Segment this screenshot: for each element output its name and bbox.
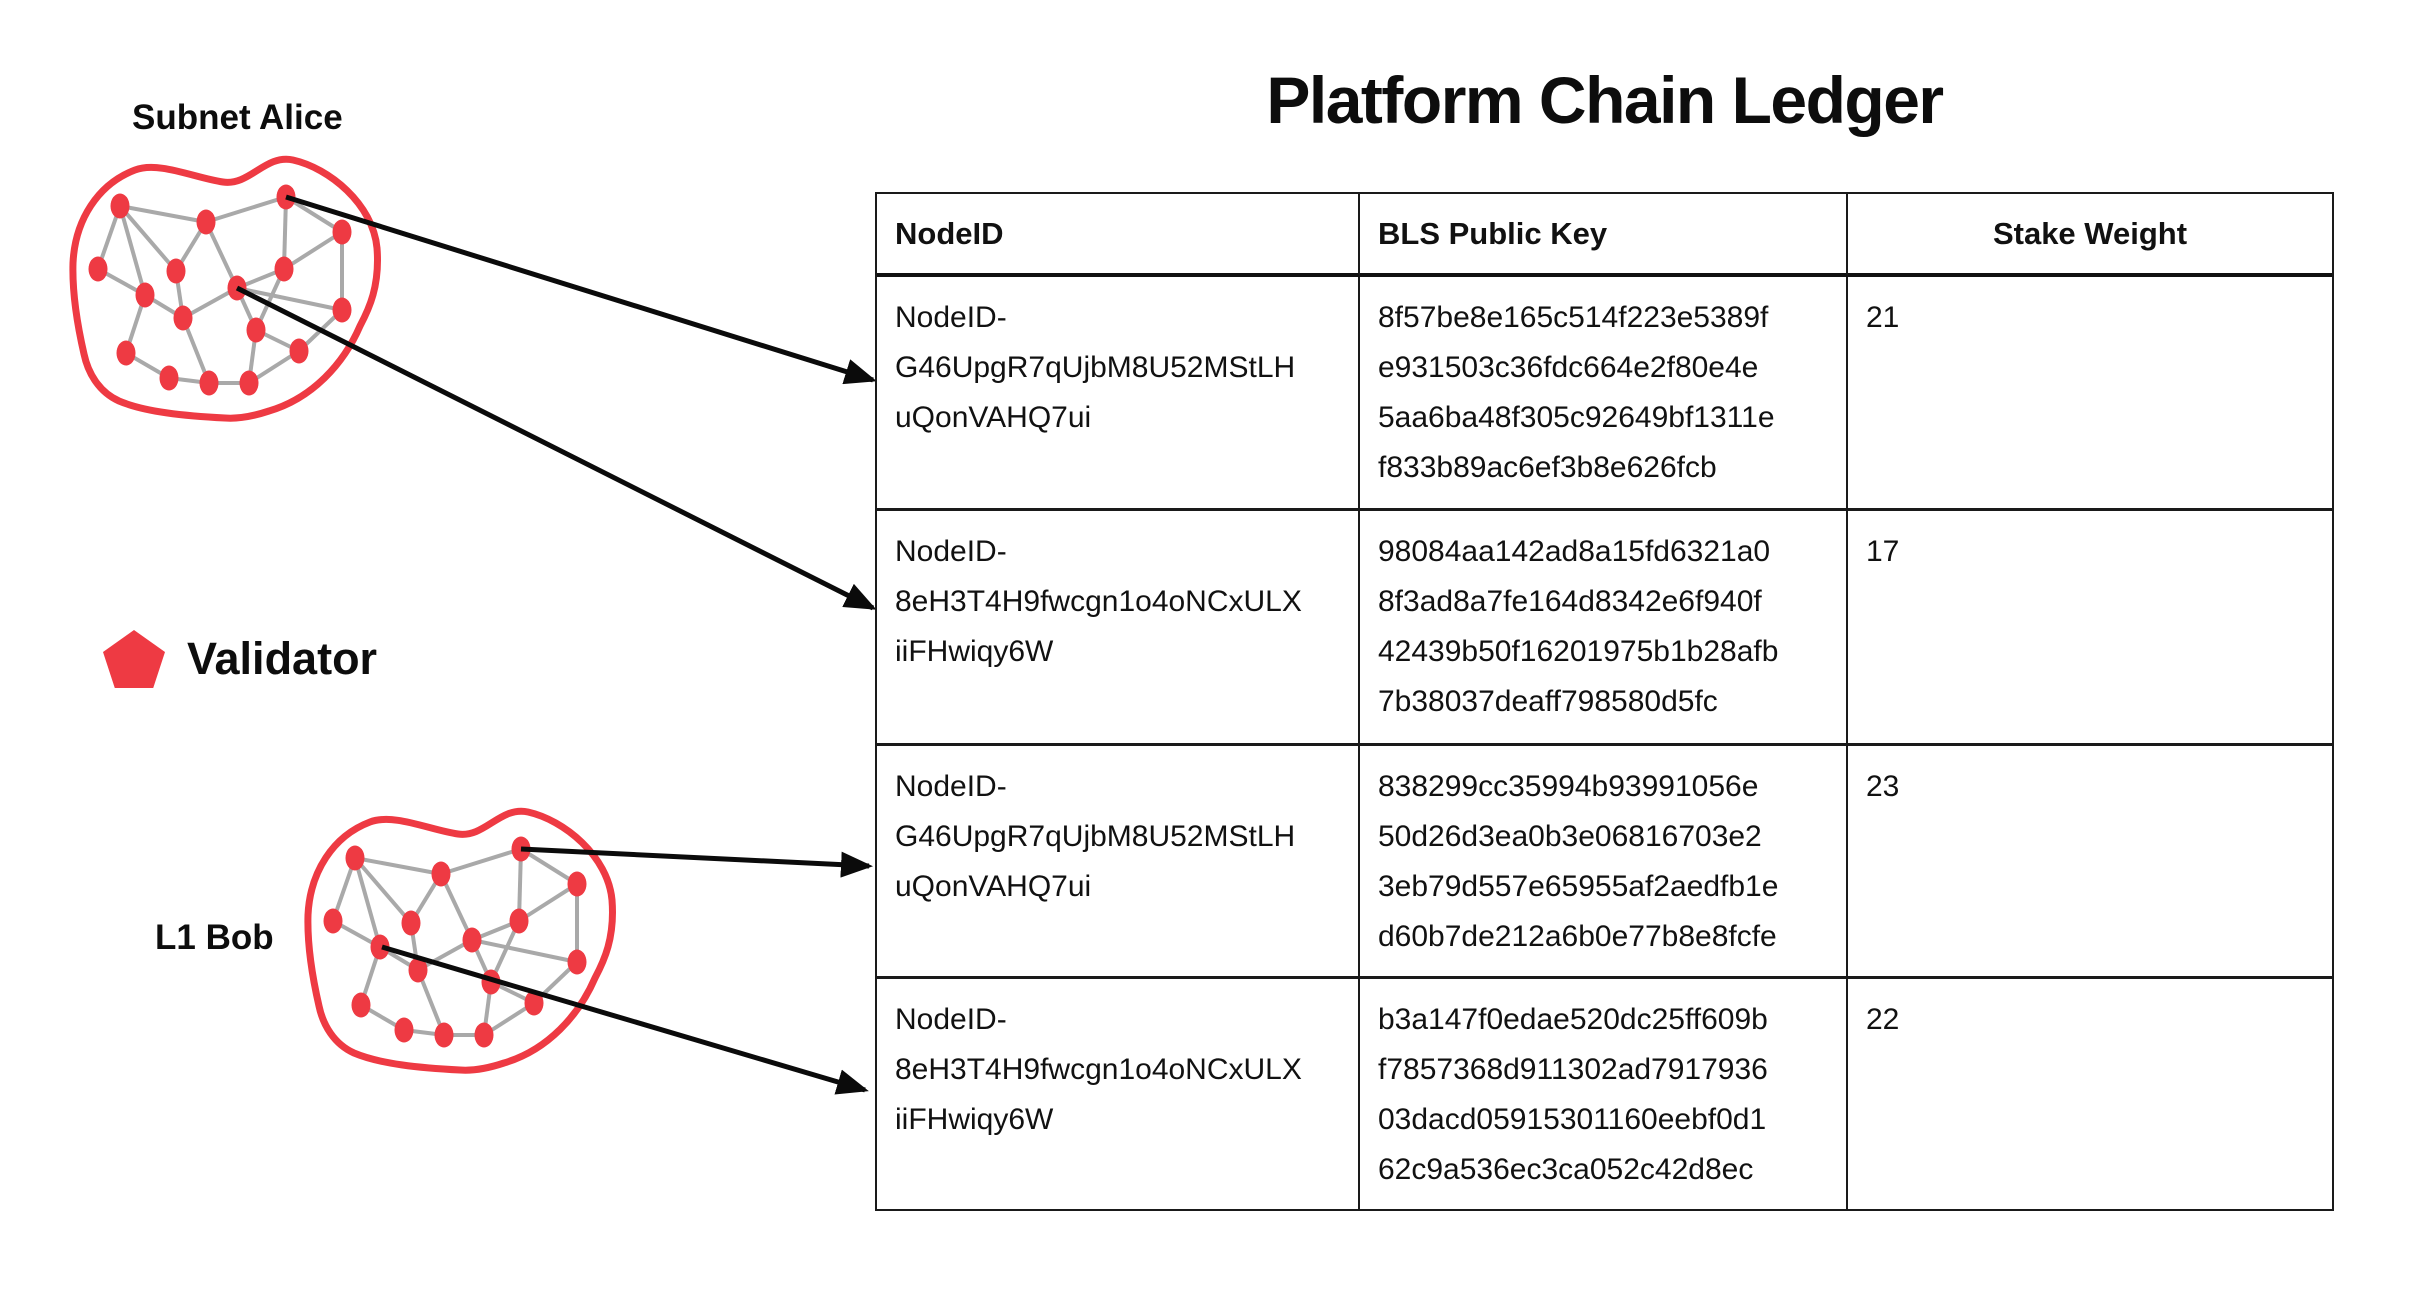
subnet-alice-validator-node-5 xyxy=(88,256,108,282)
table-row-1-stake-weight: 21 xyxy=(1848,277,2332,511)
subnet-alice-label: Subnet Alice xyxy=(132,98,343,137)
subnet-bob-validator-node-10 xyxy=(567,949,587,975)
subnet-alice-validator-node-3 xyxy=(196,209,216,235)
subnet-alice-graph xyxy=(69,155,381,422)
table-row-1-nodeid: NodeID- G46UpgR7qUjbM8U52MStLH uQonVAHQ7… xyxy=(877,277,1360,511)
table-row-4-bls-public-key: b3a147f0edae520dc25ff609b f7857368d91130… xyxy=(1360,979,1848,1209)
subnet-alice-edge xyxy=(204,221,239,289)
subnet-bob-edge xyxy=(353,856,413,925)
arrow-alice-node-2-to-ledger-row-1 xyxy=(285,194,877,385)
subnet-alice-validator-node-16 xyxy=(199,370,219,396)
arrow-alice-node-8-to-ledger-row-2 xyxy=(235,285,877,611)
subnet-alice-edge xyxy=(118,205,147,296)
subnet-bob-blob-outline xyxy=(304,807,616,1074)
table-header-bls-public-key: BLS Public Key xyxy=(1360,194,1848,277)
subnet-bob-edge xyxy=(353,857,382,948)
subnet-bob-label: L1 Bob xyxy=(155,918,274,957)
subnet-alice-validator-node-10 xyxy=(332,297,352,323)
subnet-bob-validator-node-1 xyxy=(345,845,365,871)
subnet-alice-edge xyxy=(284,195,344,234)
arrow-bob-node-9-to-ledger-row-4 xyxy=(381,944,869,1095)
subnet-alice-validator-node-17 xyxy=(239,370,259,396)
table-header-stake-weight: Stake Weight xyxy=(1848,194,2332,277)
table-row-4-nodeid: NodeID- 8eH3T4H9fwcgn1o4oNCxULX iiFHwiqy… xyxy=(877,979,1360,1209)
subnet-alice-blob-outline xyxy=(69,155,381,422)
arrow-bob-node-2-to-ledger-row-3 xyxy=(520,846,873,878)
subnet-alice-validator-node-14 xyxy=(289,338,309,364)
subnet-bob-validator-node-15 xyxy=(394,1017,414,1043)
subnet-bob-validator-node-7 xyxy=(509,908,529,934)
subnet-alice-validator-node-9 xyxy=(135,282,155,308)
subnet-bob-edge xyxy=(417,938,473,972)
subnet-alice-validator-node-4 xyxy=(332,219,352,245)
table-header-nodeid: NodeID xyxy=(877,194,1360,277)
subnet-bob-validator-node-4 xyxy=(567,871,587,897)
subnet-alice-validator-node-7 xyxy=(274,256,294,282)
subnet-bob-validator-node-5 xyxy=(323,908,343,934)
subnet-bob-validator-node-3 xyxy=(431,861,451,887)
table-row-4-stake-weight: 22 xyxy=(1866,1003,1900,1036)
subnet-bob-validator-node-6 xyxy=(401,910,421,936)
table-row-3-bls-public-key: 838299cc35994b93991056e 50d26d3ea0b3e068… xyxy=(1360,746,1848,979)
table-row-1-bls-public-key: 8f57be8e165c514f223e5389f e931503c36fdc6… xyxy=(1360,277,1848,511)
subnet-bob-edge xyxy=(440,847,522,876)
subnet-bob-graph xyxy=(304,807,616,1074)
table-row-2-nodeid: NodeID- 8eH3T4H9fwcgn1o4oNCxULX iiFHwiqy… xyxy=(877,511,1360,746)
subnet-bob-edge xyxy=(471,938,578,964)
platform-chain-ledger-table: NodeID BLS Public Key Stake Weight NodeI… xyxy=(875,192,2334,1211)
table-row-3-nodeid: NodeID- G46UpgR7qUjbM8U52MStLH uQonVAHQ7… xyxy=(877,746,1360,979)
page-title: Platform Chain Ledger xyxy=(1266,63,1944,137)
subnet-bob-validator-node-9 xyxy=(370,934,390,960)
subnet-alice-validator-node-13 xyxy=(116,340,136,366)
subnet-bob-validator-node-17 xyxy=(474,1022,494,1048)
subnet-bob-validator-node-14 xyxy=(524,990,544,1016)
subnet-bob-validator-node-13 xyxy=(351,992,371,1018)
subnet-alice-edge xyxy=(205,195,287,224)
subnet-alice-validator-node-1 xyxy=(110,193,130,219)
subnet-bob-edge xyxy=(439,873,474,941)
subnet-alice-validator-node-11 xyxy=(173,305,193,331)
validator-legend: Validator xyxy=(103,630,377,688)
subnet-alice-edge xyxy=(119,204,207,224)
subnet-bob-validator-node-11 xyxy=(408,957,428,983)
validator-legend-label: Validator xyxy=(187,633,378,684)
subnet-alice-validator-node-12 xyxy=(246,317,266,343)
table-row-2-stake-weight: 17 xyxy=(1848,511,2332,746)
table-row-2-bls-public-key: 98084aa142ad8a15fd6321a0 8f3ad8a7fe164d8… xyxy=(1360,511,1848,746)
subnet-alice-edge xyxy=(182,286,238,320)
subnet-bob-edge xyxy=(517,882,579,923)
subnet-alice-validator-node-6 xyxy=(166,258,186,284)
subnet-alice-validator-node-15 xyxy=(159,365,179,391)
table-row-3-stake-weight: 23 xyxy=(1848,746,2332,979)
subnet-bob-edge xyxy=(354,856,442,876)
validator-pentagon-icon xyxy=(103,630,165,688)
subnet-bob-validator-node-16 xyxy=(434,1022,454,1048)
subnet-bob-validator-node-8 xyxy=(462,927,482,953)
subnet-alice-edge xyxy=(118,204,178,273)
subnet-alice-edge xyxy=(282,230,344,271)
subnet-bob-edge xyxy=(519,847,579,886)
subnet-alice-edge xyxy=(236,286,343,312)
